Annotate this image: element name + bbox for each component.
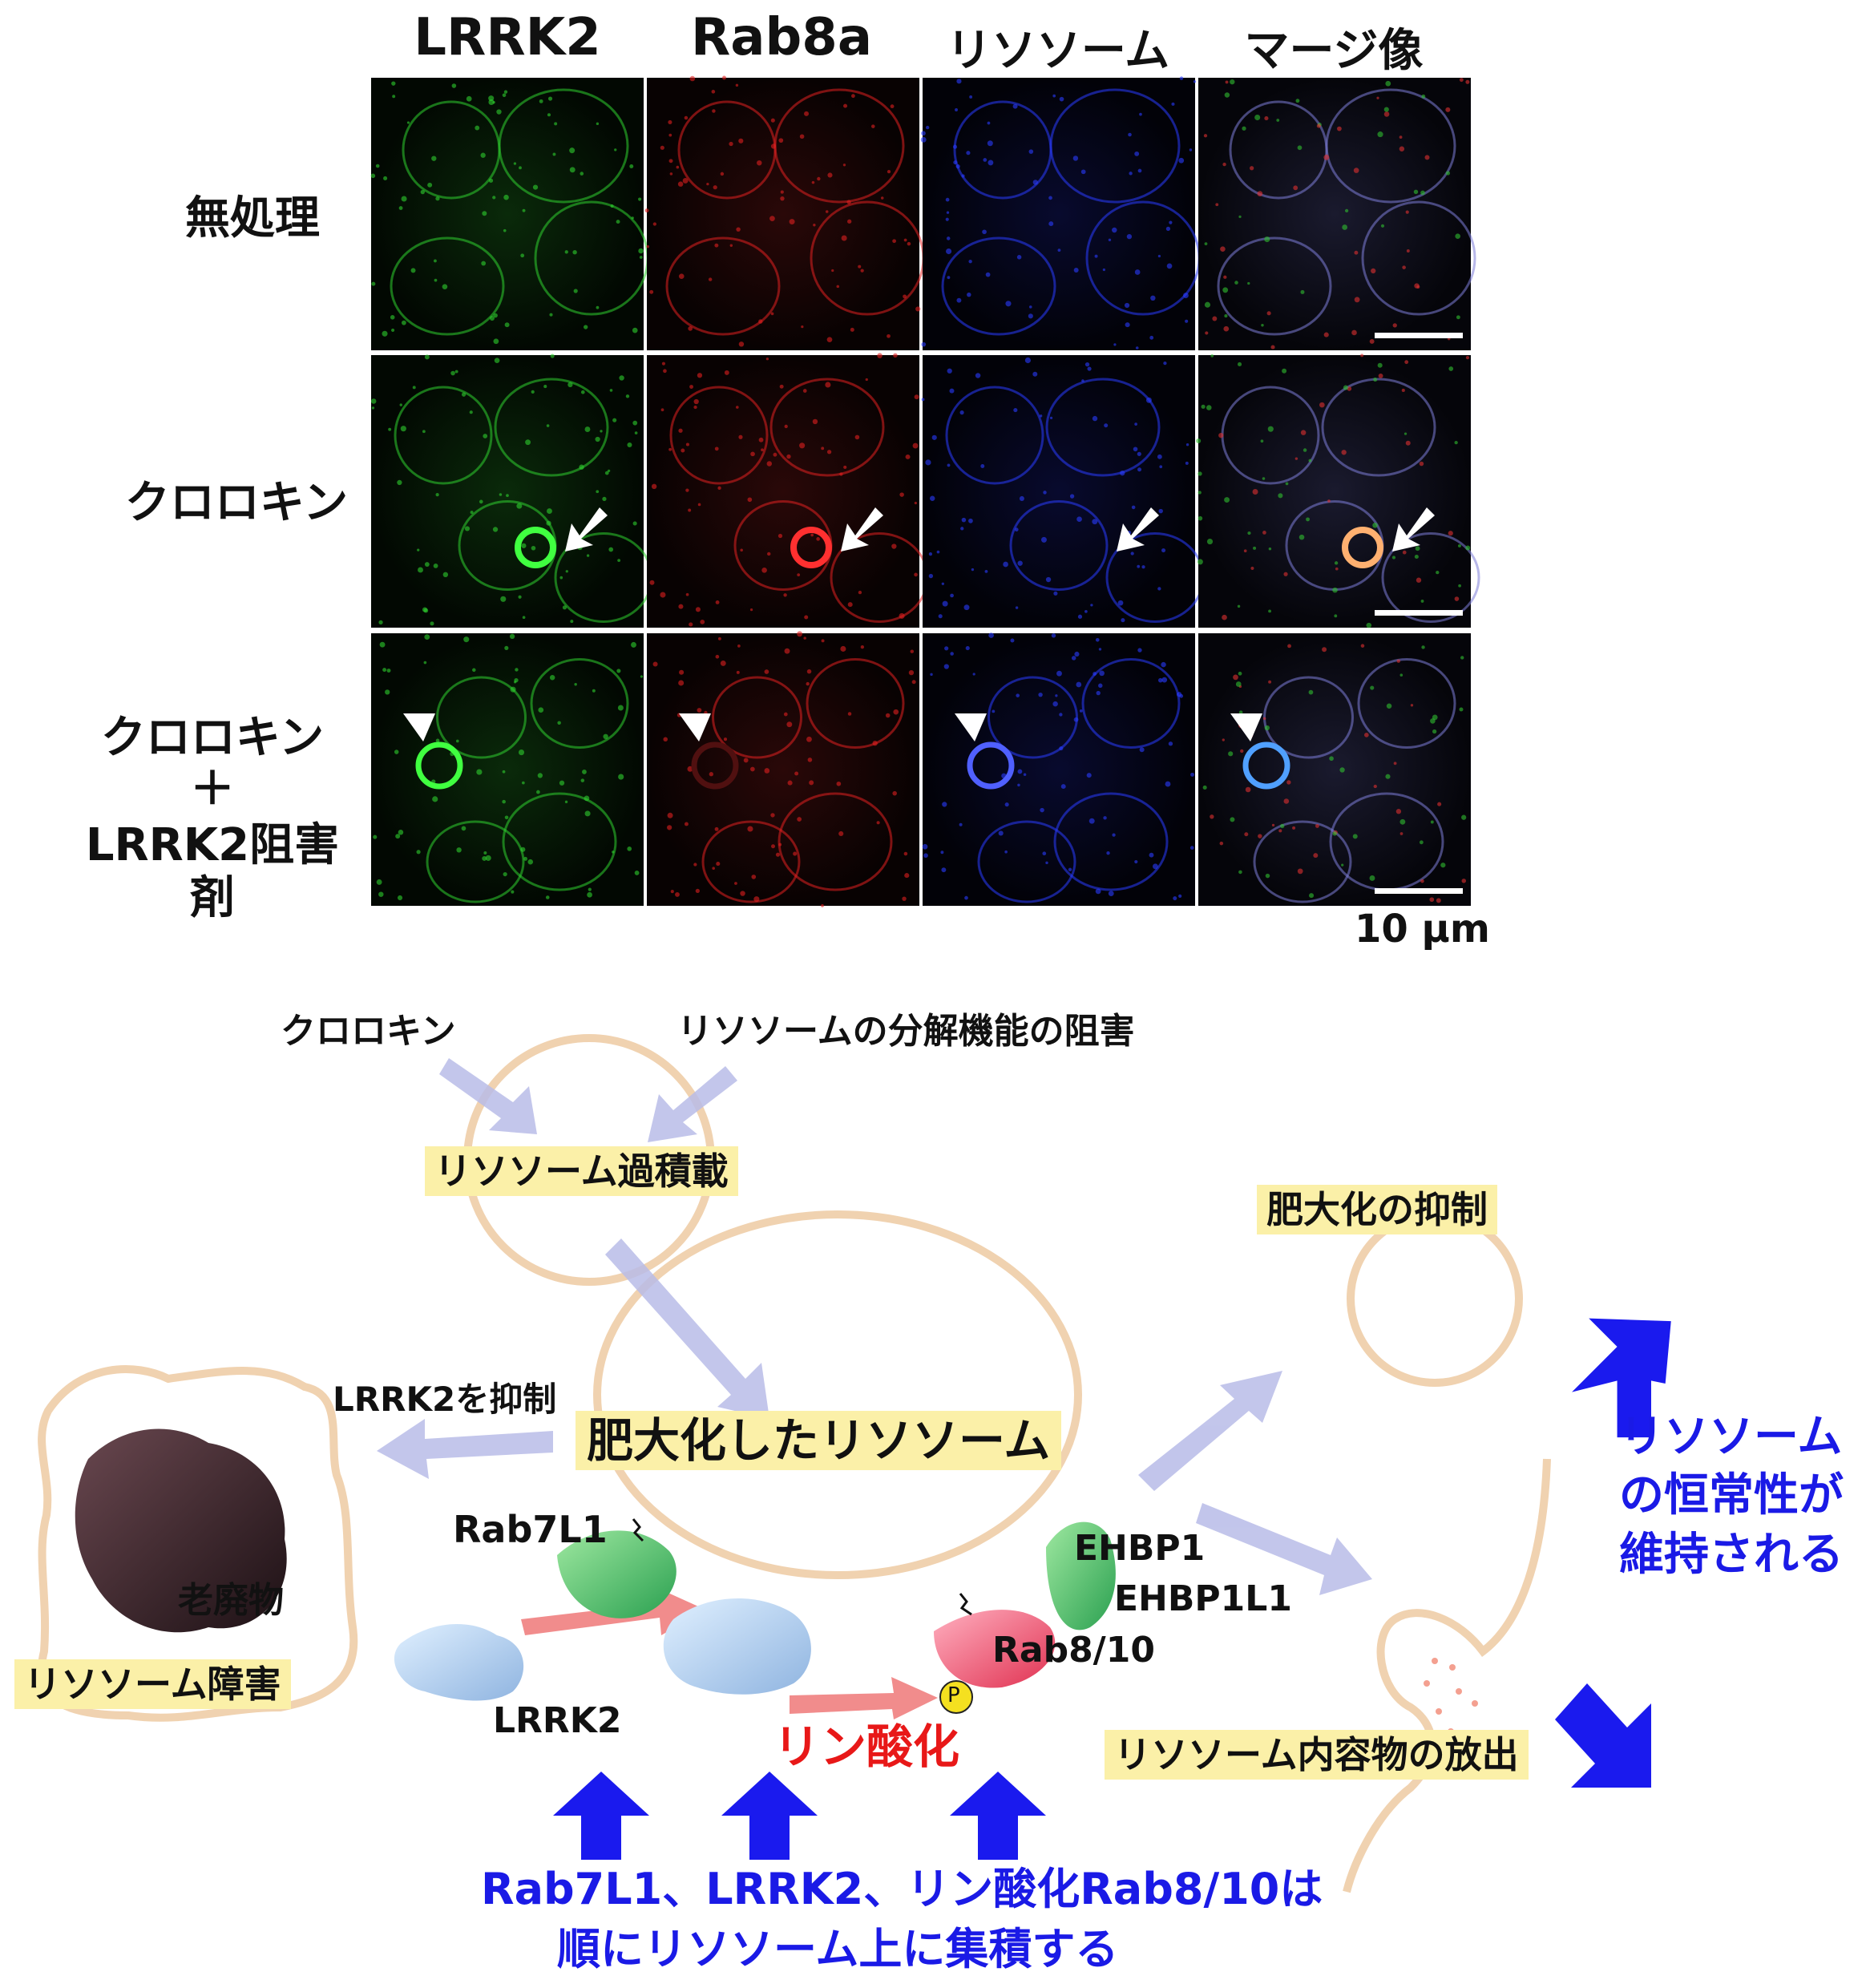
row-label-chloroquine: クロロキン [124, 477, 349, 529]
released-contents [1420, 1658, 1478, 1759]
label-chloroquine: クロロキン [281, 1011, 456, 1052]
rab7l1-anchor [632, 1518, 644, 1542]
label-inhibit-degradation: リソソームの分解機能の阻害 [677, 1011, 1135, 1052]
enlarged-lysosome-membrane [593, 1210, 1082, 1579]
label-homeostasis-1: リソソーム [1619, 1411, 1843, 1463]
panel-chloroquine-inhibitor-merge [1198, 633, 1471, 906]
damaged-lysosome [37, 1365, 358, 1722]
scale-label: 10 μm [1355, 907, 1490, 952]
arrowhead-marker [679, 713, 711, 741]
label-rab7l1: Rab7L1 [453, 1508, 608, 1551]
pathway-diagram [37, 1034, 1671, 1893]
arrowhead-marker [1230, 713, 1262, 741]
panel-chloroquine-rab8a [647, 353, 929, 628]
arrow-marker [841, 507, 883, 552]
row-label-untreated: 無処理 [185, 192, 320, 244]
column-header-merge: マージ像 [1244, 25, 1424, 77]
arrow-phosphorylation [790, 1677, 938, 1719]
arrow-up-1 [553, 1772, 649, 1860]
scale-bar [1375, 333, 1463, 338]
row-label-plus: ＋ [190, 763, 235, 815]
label-phosphorylation: リン酸化 [773, 1719, 960, 1774]
arrow-to-enlarged [605, 1238, 769, 1419]
panel-chloroquine-lrrk2 [370, 354, 653, 628]
arrow-marker [565, 507, 608, 552]
label-enlarged-lysosome: 肥大化したリソソーム [576, 1411, 1062, 1470]
label-phosphate: P [947, 1683, 960, 1707]
row-label-chloroquine-2: クロロキン [100, 712, 325, 764]
arrow-homeostasis-down [1555, 1683, 1651, 1788]
label-overload: リソソーム過積載 [425, 1146, 738, 1196]
arrow-homeostasis-up [1572, 1318, 1671, 1438]
label-homeostasis-2: の恒常性が [1619, 1469, 1844, 1521]
scale-bar [1375, 610, 1463, 616]
panel-untreated-rab8a [644, 75, 925, 350]
arrow-marker [1392, 507, 1435, 552]
scale-bar [1375, 888, 1463, 894]
arrow-up-2 [721, 1772, 818, 1860]
panel-chloroquine-inhibitor-lysosome [922, 632, 1195, 906]
label-lrrk2: LRRK2 [493, 1700, 622, 1741]
arrow-to-suppress [1138, 1371, 1282, 1491]
arrow-suppress-lrrk2 [377, 1419, 553, 1479]
ehbp1-protein [1046, 1521, 1116, 1630]
label-rab8-10: Rab8/10 [992, 1630, 1155, 1671]
waste-blob [75, 1428, 287, 1633]
rab8-protein [934, 1610, 1056, 1688]
panel-untreated-lysosome [920, 76, 1201, 350]
label-homeostasis-3: 維持される [1619, 1529, 1844, 1581]
column-header-lrrk2: LRRK2 [414, 8, 601, 67]
panel-chloroquine-lysosome [921, 355, 1205, 628]
panel-chloroquine-merge [1196, 354, 1480, 628]
panel-chloroquine-inhibitor-rab8a [647, 631, 919, 907]
arrow-to-release [1196, 1503, 1372, 1595]
label-lysosome-disorder: リソソーム障害 [14, 1659, 291, 1709]
label-bottom-2: 順にリソソーム上に集積する [557, 1924, 1119, 1974]
column-header-rab8a: Rab8a [691, 8, 872, 67]
suppressed-lysosome [1347, 1210, 1523, 1387]
panel-chloroquine-inhibitor-lrrk2 [371, 633, 644, 906]
column-header-lysosome: リソソーム [946, 25, 1170, 77]
arrowhead-marker [403, 713, 435, 741]
lrrk2-protein-bound [663, 1598, 811, 1695]
panel-untreated-lrrk2 [370, 78, 649, 350]
micrograph-grid [370, 75, 1480, 907]
label-ehbp1: EHBP1 [1074, 1528, 1206, 1569]
label-suppress-lrrk2: LRRK2を抑制 [333, 1380, 557, 1419]
arrow-chloroquine [439, 1058, 537, 1134]
release-lysosome-membrane [1343, 1458, 1551, 1893]
label-waste: 老廃物 [178, 1580, 284, 1621]
label-suppress-enlarge: 肥大化の抑制 [1257, 1185, 1497, 1234]
arrow-inhibit [648, 1066, 737, 1142]
arrow-up-3 [950, 1772, 1046, 1860]
lrrk2-protein-free [394, 1624, 524, 1701]
panel-untreated-merge [1198, 78, 1476, 350]
arrow-marker [1117, 507, 1159, 552]
phosphate-marker [939, 1680, 973, 1714]
label-ehbp1l1: EHBP1L1 [1114, 1578, 1292, 1619]
rab8-anchor [959, 1593, 972, 1616]
rab7l1-protein [557, 1530, 677, 1618]
row-label-lrrk2-inhibitor: LRRK2阻害剤 [85, 819, 340, 924]
label-release-contents: リソソーム内容物の放出 [1105, 1730, 1529, 1780]
arrowhead-marker [955, 713, 987, 741]
label-bottom-1: Rab7L1、LRRK2、リン酸化Rab8/10は [481, 1864, 1323, 1914]
